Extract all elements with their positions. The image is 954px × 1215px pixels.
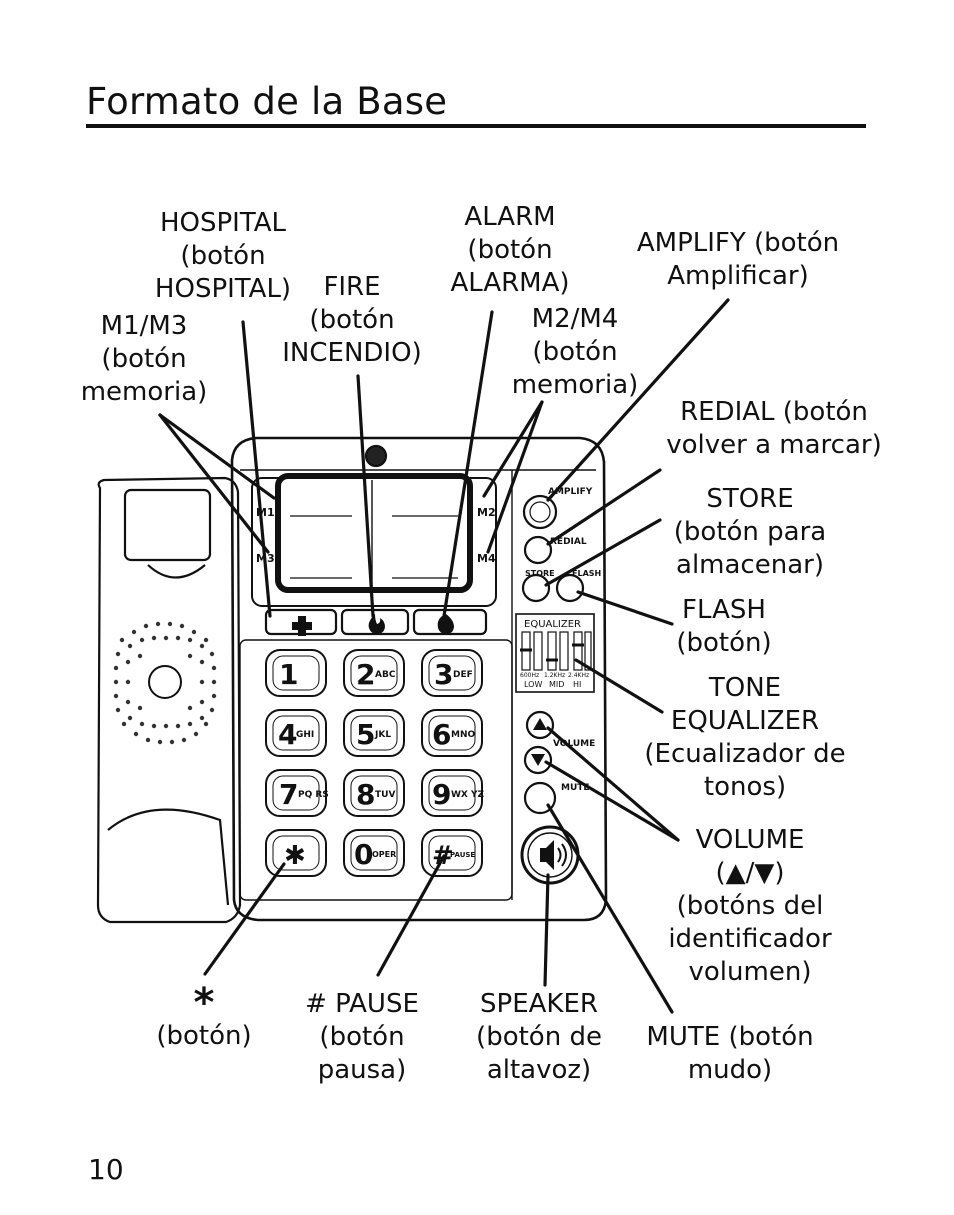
key-0: 0 bbox=[354, 838, 373, 871]
flame-icon bbox=[368, 614, 385, 634]
volume-down-arrow-icon bbox=[531, 754, 545, 766]
alarm-button bbox=[412, 608, 488, 636]
bell-icon bbox=[437, 614, 454, 634]
label-volume: VOLUME bbox=[553, 739, 595, 749]
key-8: 8 bbox=[356, 778, 375, 811]
label-flash: FLASH bbox=[572, 569, 601, 578]
store-button bbox=[521, 573, 551, 603]
key-5: 5 bbox=[356, 718, 375, 751]
fire-button bbox=[340, 608, 410, 636]
svg-text:1.2KHz: 1.2KHz bbox=[544, 672, 565, 679]
key-1: 1 bbox=[279, 658, 298, 691]
svg-text:WX YZ: WX YZ bbox=[451, 790, 485, 800]
display-bezel bbox=[251, 477, 497, 607]
page-title: Formato de la Base bbox=[86, 80, 448, 123]
display-screen bbox=[275, 473, 473, 593]
svg-text:PAUSE: PAUSE bbox=[450, 851, 475, 859]
volume-up-arrow-icon bbox=[533, 718, 547, 730]
label-store: STORE bbox=[525, 569, 555, 578]
svg-text:JKL: JKL bbox=[374, 730, 391, 740]
leader-lines bbox=[158, 298, 730, 1014]
label-amplify: AMPLIFY bbox=[548, 487, 593, 497]
svg-text:GHI: GHI bbox=[296, 730, 314, 740]
equalizer-title: EQUALIZER bbox=[524, 619, 581, 630]
page-number: 10 bbox=[88, 1153, 124, 1186]
label-mute: MUTE bbox=[561, 783, 590, 793]
key-4: 4 bbox=[278, 718, 297, 751]
svg-text:2.4KHz: 2.4KHz bbox=[568, 672, 589, 679]
cross-icon bbox=[292, 616, 312, 636]
svg-text:MNO: MNO bbox=[451, 730, 475, 740]
title-rule bbox=[86, 124, 866, 128]
flash-button bbox=[555, 573, 585, 603]
volume-down-button bbox=[523, 745, 553, 775]
key-3: 3 bbox=[434, 658, 453, 691]
key-7: 7 bbox=[279, 778, 298, 811]
svg-text:HI: HI bbox=[573, 680, 581, 689]
svg-text:OPER: OPER bbox=[372, 850, 396, 859]
redial-button bbox=[523, 535, 553, 565]
equalizer-panel bbox=[515, 613, 595, 693]
handset bbox=[96, 476, 242, 924]
key-star: ✱ bbox=[284, 841, 306, 871]
speaker-grille bbox=[113, 621, 217, 745]
key-9: 9 bbox=[432, 778, 451, 811]
svg-text:PQ RS: PQ RS bbox=[298, 790, 329, 800]
mute-button bbox=[523, 781, 557, 815]
svg-text:ABC: ABC bbox=[375, 670, 396, 680]
label-redial: REDIAL bbox=[550, 537, 587, 547]
key-2: 2 bbox=[356, 658, 375, 691]
callout-star: *(botón) bbox=[156, 980, 252, 1051]
svg-text:LOW: LOW bbox=[524, 680, 542, 689]
amplify-button bbox=[522, 494, 558, 530]
key-m2: M2 bbox=[477, 506, 496, 519]
svg-text:DEF: DEF bbox=[453, 670, 473, 680]
volume-up-button bbox=[525, 710, 555, 740]
svg-text:MID: MID bbox=[549, 680, 564, 689]
svg-text:600Hz: 600Hz bbox=[520, 672, 539, 679]
handset-earpiece bbox=[123, 488, 212, 562]
key-6: 6 bbox=[432, 718, 451, 751]
top-knob bbox=[364, 444, 388, 468]
svg-text:TUV: TUV bbox=[375, 790, 395, 800]
key-m4: M4 bbox=[477, 552, 496, 565]
callout-flash: FLASH(botón) bbox=[676, 595, 772, 658]
speaker-icon bbox=[540, 840, 554, 870]
